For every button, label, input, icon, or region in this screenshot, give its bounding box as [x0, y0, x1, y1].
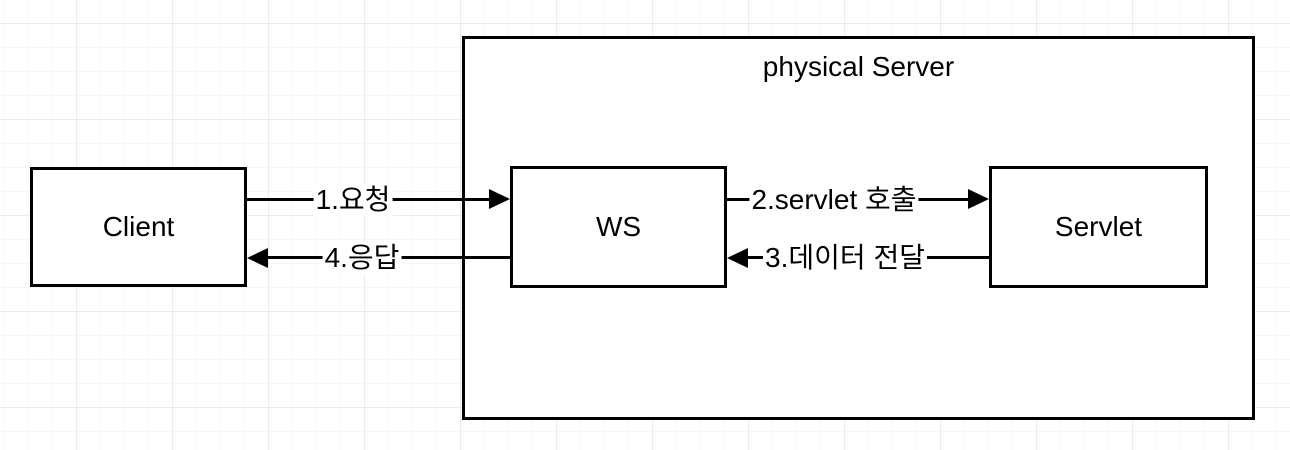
- node-ws-label: WS: [595, 211, 642, 242]
- edge-response-label: 4.응답: [322, 242, 402, 274]
- edge-data-return-label: 3.데이터 전달: [763, 242, 927, 274]
- edge-response-arrowhead-icon: [247, 248, 268, 268]
- node-client: Client: [30, 167, 247, 287]
- node-servlet: Servlet: [989, 166, 1208, 288]
- node-client-label: Client: [102, 211, 175, 242]
- physical-server-title: physical Server: [762, 51, 955, 82]
- node-servlet-label: Servlet: [1054, 211, 1143, 242]
- edge-request-label: 1.요청: [313, 184, 393, 216]
- edge-request-arrowhead-icon: [489, 189, 510, 209]
- edge-servlet-call-label: 2.servlet 호출: [749, 184, 919, 216]
- edge-data-return-arrowhead-icon: [727, 248, 748, 268]
- edge-servlet-call-arrowhead-icon: [968, 189, 989, 209]
- node-ws: WS: [510, 166, 727, 288]
